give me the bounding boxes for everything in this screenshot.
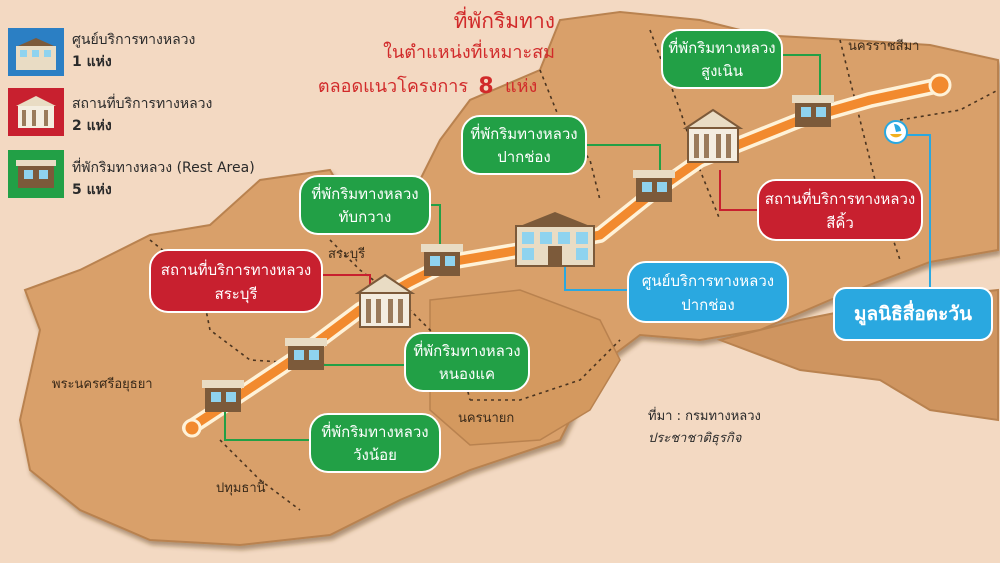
callout-line-1: ที่พักริมทางหลวง [321,421,428,441]
callout-station-sikhio[interactable]: สถานที่บริการทางหลวง สีคิ้ว [757,179,923,241]
legend-item-service-center: ศูนย์บริการทางหลวง 1 แห่ง [8,28,195,76]
callout-center-pak-chong[interactable]: ศูนย์บริการทางหลวง ปากช่อง [627,261,789,323]
legend-count: 2 แห่ง [72,118,112,134]
callout-line-2: สระบุรี [215,285,258,304]
service-station-icon [354,273,416,328]
service-station-icon [16,96,56,128]
service-center-icon [16,38,56,70]
place-nakhon-ratchasima: นครราชสีมา [848,38,919,54]
callout-line-2: วังน้อย [353,446,397,464]
legend-count: 1 แห่ง [72,54,112,70]
rest-area-icon [633,170,675,202]
title-block: ที่พักริมทาง ในตำแหน่งที่เหมาะสม ตลอดแนว… [318,6,555,99]
callout-rest-sung-noen[interactable]: ที่พักริมทางหลวง สูงเนิน [661,29,783,89]
legend-count: 5 แห่ง [72,182,112,198]
rest-area-icon [421,244,463,276]
callout-line-1: ศูนย์บริการทางหลวง [642,272,774,290]
callout-connectors [224,54,931,441]
callout-line-1: ที่พักริมทางหลวง [311,183,418,203]
callout-line-2: ปากช่อง [497,148,551,166]
place-saraburi: สระบุรี [328,246,365,262]
callout-station-saraburi[interactable]: สถานที่บริการทางหลวง สระบุรี [149,249,323,313]
brand-badge[interactable]: มูลนิธิสื่อตะวัน [833,287,993,341]
building-icons [202,95,834,412]
callout-line-2: ปากช่อง [681,296,735,314]
callouts: ที่พักริมทางหลวง สูงเนิน ที่พักริมทางหลว… [149,29,923,473]
service-center-icon [515,212,595,267]
callout-line-2: สีคิ้ว [826,212,854,232]
rest-area-icon [202,380,244,412]
callout-line-2: หนองแค [439,365,495,383]
legend-item-service-station: สถานที่บริการทางหลวง 2 แห่ง [8,88,212,136]
title-line-2: ในตำแหน่งที่เหมาะสม [383,39,555,63]
callout-rest-pak-chong[interactable]: ที่พักริมทางหลวง ปากช่อง [461,115,587,175]
source-line-2: ประชาชาติธุรกิจ [648,431,743,446]
service-station-icon [682,108,744,163]
legend-label: ศูนย์บริการทางหลวง [72,31,195,48]
callout-rest-nong-khae[interactable]: ที่พักริมทางหลวง หนองแค [404,332,530,392]
legend: ศูนย์บริการทางหลวง 1 แห่ง สถานที่บริการท… [8,28,255,198]
title-line-3-prefix: ตลอดแนวโครงการ [318,75,468,97]
callout-line-2: ทับกวาง [339,208,392,226]
place-nakhon-nayok: นครนายก [458,411,514,426]
title-line-3-number: 8 [478,74,493,99]
callout-rest-wang-noi[interactable]: ที่พักริมทางหลวง วังน้อย [309,413,441,473]
source-credit: ที่มา : กรมทางหลวง ประชาชาติธุรกิจ [648,407,761,446]
rest-area-icon [792,95,834,127]
callout-line-1: สถานที่บริการทางหลวง [161,259,311,279]
callout-line-1: ที่พักริมทางหลวง [470,123,577,143]
place-pathum-thani: ปทุมธานี [216,480,266,496]
callout-line-1: ที่พักริมทางหลวง [413,340,520,360]
legend-label: สถานที่บริการทางหลวง [72,94,212,112]
place-labels: นครราชสีมา สระบุรี พระนครศรีอยุธยา นครนา… [52,38,919,496]
route-start-marker [182,418,202,438]
title-line-1: ที่พักริมทาง [454,6,555,33]
rest-area-icon [16,160,56,188]
callout-line-1: ที่พักริมทางหลวง [668,37,775,57]
source-line-1: ที่มา : กรมทางหลวง [648,407,761,424]
legend-label: ที่พักริมทางหลวง (Rest Area) [72,158,255,176]
place-ayutthaya: พระนครศรีอยุธยา [52,376,153,392]
callout-line-2: สูงเนิน [701,62,743,80]
route-end-marker [928,73,952,97]
brand-label: มูลนิธิสื่อตะวัน [854,300,972,326]
callout-rest-thap-kwang[interactable]: ที่พักริมทางหลวง ทับกวาง [299,175,431,235]
legend-item-rest-area: ที่พักริมทางหลวง (Rest Area) 5 แห่ง [8,150,255,198]
title-line-3-suffix: แห่ง [505,76,537,97]
rest-area-icon [285,338,327,370]
callout-line-1: สถานที่บริการทางหลวง [765,188,915,208]
brand-logo-marker [884,120,908,144]
